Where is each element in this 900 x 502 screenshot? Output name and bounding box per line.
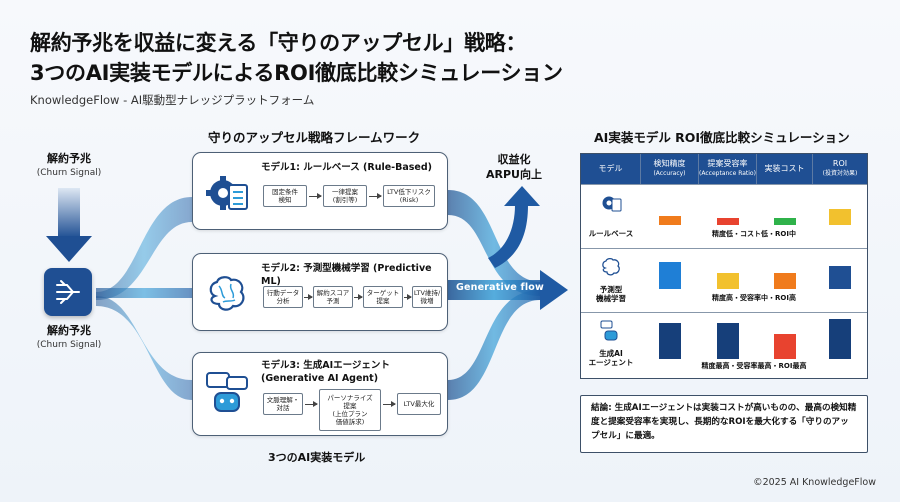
churn-bottom-label: 解約予兆 — [47, 324, 91, 337]
model-title: モデル1: ルールベース (Rule-Based) — [261, 162, 433, 173]
header-cost: 実装コスト — [757, 154, 813, 184]
bar-ROI — [829, 265, 851, 289]
churn-bottom-sub: (Churn Signal) — [36, 340, 102, 350]
framework-title: 守りのアップセル戦略フレームワーク — [208, 130, 421, 145]
model-card-rule-based: モデル1: ルールベース (Rule-Based) 固定条件 検知 一律提案 (… — [192, 152, 448, 230]
row-label: ルールベース — [588, 229, 634, 238]
bar-提案受容率 — [717, 323, 739, 359]
roi-row-generative-ai: 生成AI エージェント 精度最高・受容率最高・ROI最高 — [581, 312, 867, 379]
header-sub: (投資対効果) — [822, 170, 858, 177]
brain-network-icon — [209, 276, 245, 311]
page-title: 解約予兆を収益に変える「守りのアップセル」戦略： 3つのAI実装モデルによるRO… — [30, 28, 563, 88]
model-title: モデル3: 生成AIエージェント (Generative AI Agent) — [261, 360, 390, 384]
page-subtitle: KnowledgeFlow - AI駆動型ナレッジプラットフォーム — [30, 93, 315, 107]
ribbon-right — [448, 190, 568, 400]
ribbon-left — [96, 197, 192, 400]
model-card-predictive-ml: モデル2: 予測型機械学習 (Predictive ML) 行動データ 分析 解… — [192, 253, 448, 331]
row-bars — [641, 317, 867, 359]
churn-signal-icon — [44, 268, 92, 316]
bar-提案受容率 — [717, 217, 739, 225]
model-title: モデル2: 予測型機械学習 (Predictive ML) — [261, 263, 432, 287]
chat-robot-icon — [600, 320, 618, 341]
header-accuracy: 検知精度 (Accuracy) — [641, 154, 699, 184]
roi-row-rule-based: ルールベース 精度低・コスト低・ROI中 — [581, 184, 867, 248]
roi-row-predictive-ml: 予測型 機械学習 精度高・受容率中・ROI高 — [581, 248, 867, 312]
flow-step: 解約スコア 予測 — [313, 286, 353, 308]
row-summary: 精度低・コスト低・ROI中 — [712, 230, 796, 238]
header-sub: (Accuracy) — [653, 170, 686, 177]
step-arrow — [383, 401, 396, 407]
generative-flow-label: Generative flow — [456, 282, 544, 293]
bar-提案受容率 — [717, 272, 739, 289]
step-arrow — [305, 401, 318, 407]
header-label: ROI — [832, 159, 848, 168]
flow-step: パーソナライズ 提案 (上位プラン 価値訴求) — [319, 389, 381, 431]
header-label: 実装コスト — [764, 164, 805, 173]
step-arrow — [304, 294, 313, 300]
step-arrow — [369, 193, 382, 199]
header-sub: (Acceptance Ratio) — [699, 170, 756, 177]
row-bars — [641, 189, 867, 225]
bar-検知精度 — [659, 216, 681, 225]
bar-実装コスト — [774, 333, 796, 359]
row-label: 生成AI エージェント — [588, 349, 634, 367]
title-line-1: 解約予兆を収益に変える「守りのアップセル」戦略： — [30, 31, 527, 55]
flow-step: 固定条件 検知 — [263, 185, 307, 207]
churn-top-label: 解約予兆 — [47, 152, 91, 165]
bar-実装コスト — [774, 217, 796, 225]
bar-検知精度 — [659, 262, 681, 289]
row-summary: 精度最高・受容率最高・ROI最高 — [701, 362, 807, 370]
header-roi: ROI (投資対効果) — [813, 154, 867, 184]
bar-ROI — [829, 208, 851, 225]
bar-ROI — [829, 319, 851, 359]
roi-title: AI実装モデル ROI徹底比較シミュレーション — [594, 130, 850, 145]
brain-network-icon — [602, 258, 620, 276]
header-label: モデル — [598, 164, 623, 173]
roi-comparison-table: モデル 検知精度 (Accuracy) 提案受容率 (Acceptance Rati… — [580, 153, 868, 379]
flow-step: ターゲット 提案 — [363, 286, 403, 308]
churn-down-arrow — [46, 188, 92, 262]
models-caption: 3つのAI実装モデル — [268, 451, 366, 464]
step-arrow — [404, 294, 412, 300]
header-label: 提案受容率 — [707, 159, 748, 168]
header-acceptance: 提案受容率 (Acceptance Ratio) — [699, 154, 757, 184]
flow-step: 一律提案 (割引等) — [323, 185, 367, 207]
flow-step: LTV維持/ 微増 — [412, 286, 442, 308]
signal-lines-icon — [56, 280, 80, 304]
flow-step: 行動データ 分析 — [263, 286, 303, 308]
row-bars — [641, 253, 867, 289]
title-line-2: 3つのAI実装モデルによるROI徹底比較シミュレーション — [30, 61, 563, 85]
bar-実装コスト — [774, 272, 796, 289]
gear-checklist-icon — [602, 196, 622, 212]
step-arrow — [354, 294, 363, 300]
row-summary: 精度高・受容率中・ROI高 — [712, 294, 796, 302]
churn-signal-top: 解約予兆 (Churn Signal) — [24, 152, 114, 180]
step-arrow — [309, 193, 322, 199]
arpu-up-arrow — [488, 186, 540, 268]
churn-top-sub: (Churn Signal) — [36, 168, 102, 178]
conclusion-box: 結論: 生成AIエージェントは実装コストが高いものの、最高の検知精度と提案受容率… — [580, 395, 868, 453]
row-label: 予測型 機械学習 — [596, 285, 626, 303]
churn-signal-bottom: 解約予兆 (Churn Signal) — [24, 324, 114, 352]
header-model: モデル — [581, 154, 641, 184]
header-label: 検知精度 — [653, 159, 686, 168]
flow-step: LTV最大化 — [397, 393, 441, 415]
outcome-line-2: ARPU向上 — [486, 168, 542, 181]
flow-step: 文脈理解・ 対話 — [263, 393, 303, 415]
flow-step: LTV低下リスク (Risk) — [383, 185, 435, 207]
outcome-label: 収益化 ARPU向上 — [486, 152, 542, 182]
chat-robot-icon — [206, 372, 248, 412]
bar-検知精度 — [659, 323, 681, 359]
model-card-generative-ai: モデル3: 生成AIエージェント (Generative AI Agent) 文… — [192, 352, 448, 436]
gear-checklist-icon — [206, 176, 248, 210]
copyright: ©2025 AI KnowledgeFlow — [753, 477, 876, 488]
outcome-line-1: 収益化 — [497, 153, 531, 166]
